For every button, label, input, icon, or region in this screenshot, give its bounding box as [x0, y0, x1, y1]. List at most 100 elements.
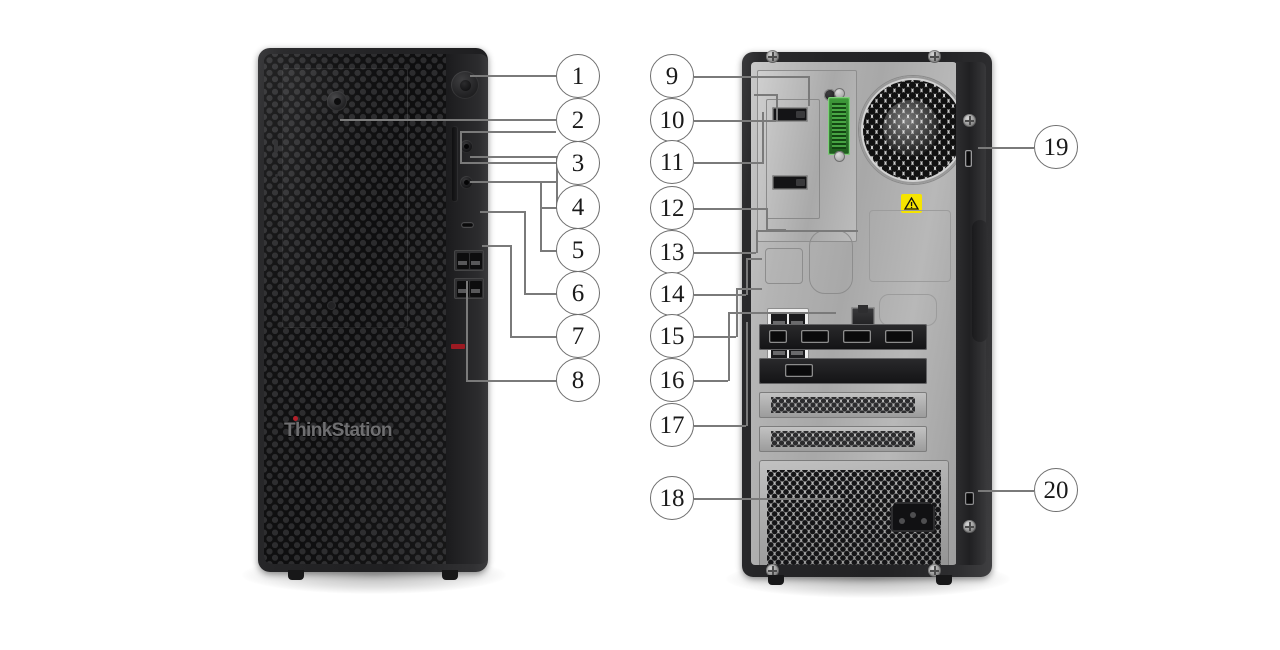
- usb-a-port[interactable]: [456, 252, 469, 269]
- leader-line-9b: [808, 76, 810, 106]
- callout-11[interactable]: 11: [650, 140, 694, 184]
- padlock-loop[interactable]: [965, 492, 974, 505]
- leader-line-2a: [340, 119, 556, 121]
- callout-1[interactable]: 1: [556, 54, 600, 98]
- callout-4-label: 4: [571, 193, 585, 221]
- callout-2[interactable]: 2: [556, 98, 600, 142]
- power-cord-connector[interactable]: [891, 502, 935, 532]
- serial-port[interactable]: [828, 97, 850, 155]
- fan-hole-pattern: [863, 80, 957, 180]
- microphone-jack[interactable]: [460, 176, 473, 189]
- leader-line-10b: [776, 94, 778, 121]
- leader-line-16b: [728, 312, 730, 381]
- leader-line-12a: [694, 208, 766, 210]
- callout-16[interactable]: 16: [650, 358, 694, 402]
- callout-10[interactable]: 10: [650, 98, 694, 142]
- callout-8[interactable]: 8: [556, 358, 600, 402]
- graphics-secondary-port[interactable]: [785, 364, 813, 377]
- callout-17-label: 17: [659, 411, 685, 439]
- serial-port-screw-upper: [834, 88, 845, 99]
- graphics-hdmi-port[interactable]: [769, 330, 787, 343]
- front-mesh-bezel: ThinkStation: [264, 54, 482, 564]
- optical-drive-eject-icon: [327, 301, 336, 310]
- leader-line-7a: [482, 245, 510, 247]
- leader-line-11a: [694, 162, 762, 164]
- leader-line-3c: [460, 162, 556, 164]
- graphics-card-outputs: [759, 324, 927, 350]
- leader-line-5a: [470, 181, 556, 183]
- pci-express-slot-cover-1[interactable]: [759, 392, 927, 418]
- rear-foot-left: [768, 575, 784, 585]
- usb-a-port[interactable]: [469, 252, 482, 269]
- iec-pin: [921, 518, 927, 524]
- chassis-screw-top-right: [928, 50, 941, 63]
- leader-line-4c: [540, 207, 562, 209]
- serial-port-screw-lower: [834, 151, 845, 162]
- callout-7[interactable]: 7: [556, 314, 600, 358]
- optional-connector-bay: [765, 248, 803, 284]
- callout-3-label: 3: [571, 149, 585, 177]
- thumbscrew-upper[interactable]: [963, 114, 976, 127]
- callout-12[interactable]: 12: [650, 186, 694, 230]
- chassis-screw-cutout: [879, 294, 937, 326]
- callout-9[interactable]: 9: [650, 54, 694, 98]
- chassis-screw-bottom-left: [766, 564, 779, 577]
- usb-c-port[interactable]: [461, 222, 474, 228]
- leader-line-6a: [480, 211, 524, 213]
- graphics-displayport-3[interactable]: [885, 330, 913, 343]
- displayport-connector-lower[interactable]: [772, 175, 808, 190]
- bezel-sheen: [264, 54, 482, 564]
- card-reader-slot[interactable]: [451, 126, 458, 202]
- pci-express-slot-cover-2[interactable]: [759, 426, 927, 452]
- usb-a-ports-upper[interactable]: [454, 250, 484, 271]
- leader-line-17a: [694, 425, 746, 427]
- chassis-cutout-detail: [869, 210, 951, 282]
- graphics-displayport-1[interactable]: [801, 330, 829, 343]
- motherboard-io-shield: [757, 70, 857, 242]
- optical-drive-bay: [282, 68, 408, 328]
- bezel-side-dot: [275, 174, 278, 177]
- usb-a-ports-lower[interactable]: [454, 278, 484, 299]
- usb-a-port[interactable]: [456, 280, 469, 297]
- callout-18[interactable]: 18: [650, 476, 694, 520]
- hex-mesh-pattern: [264, 54, 482, 564]
- leader-line-19a: [978, 147, 1034, 149]
- leader-line-7b: [510, 245, 512, 337]
- fan-blade-highlight: [883, 100, 939, 156]
- callout-18-label: 18: [659, 484, 685, 512]
- leader-line-14a: [694, 294, 746, 296]
- callout-15-label: 15: [659, 322, 685, 350]
- displayport-connector-upper[interactable]: [772, 107, 808, 122]
- leader-line-14c: [746, 258, 762, 260]
- leader-line-12c: [766, 229, 786, 231]
- security-lock-slot[interactable]: [965, 150, 972, 167]
- power-supply-unit: [759, 460, 949, 565]
- callout-5[interactable]: 5: [556, 228, 600, 272]
- iec-pin: [899, 518, 905, 524]
- callout-2-label: 2: [571, 106, 585, 134]
- rear-cover-handle[interactable]: [972, 220, 988, 342]
- callout-15[interactable]: 15: [650, 314, 694, 358]
- displayport-group-outline: [766, 99, 820, 219]
- front-foot-left: [288, 570, 304, 580]
- leader-line-5c: [540, 250, 562, 252]
- callout-17[interactable]: 17: [650, 403, 694, 447]
- bezel-side-marker: [274, 140, 278, 153]
- callout-19[interactable]: 19: [1034, 125, 1078, 169]
- graphics-displayport-2[interactable]: [843, 330, 871, 343]
- callout-3[interactable]: 3: [556, 141, 600, 185]
- front-chassis: ThinkStation: [258, 48, 488, 580]
- callout-13[interactable]: 13: [650, 230, 694, 274]
- headphone-jack[interactable]: [460, 140, 473, 153]
- leader-line-1: [470, 75, 556, 77]
- thumbscrew-lower[interactable]: [963, 520, 976, 533]
- callout-4[interactable]: 4: [556, 185, 600, 229]
- callout-20[interactable]: 20: [1034, 468, 1078, 512]
- leader-line-16a: [694, 380, 728, 382]
- leader-line-13c: [756, 230, 858, 232]
- callout-6[interactable]: 6: [556, 271, 600, 315]
- front-red-accent: [451, 344, 465, 349]
- usb-a-port[interactable]: [469, 280, 482, 297]
- callout-14[interactable]: 14: [650, 272, 694, 316]
